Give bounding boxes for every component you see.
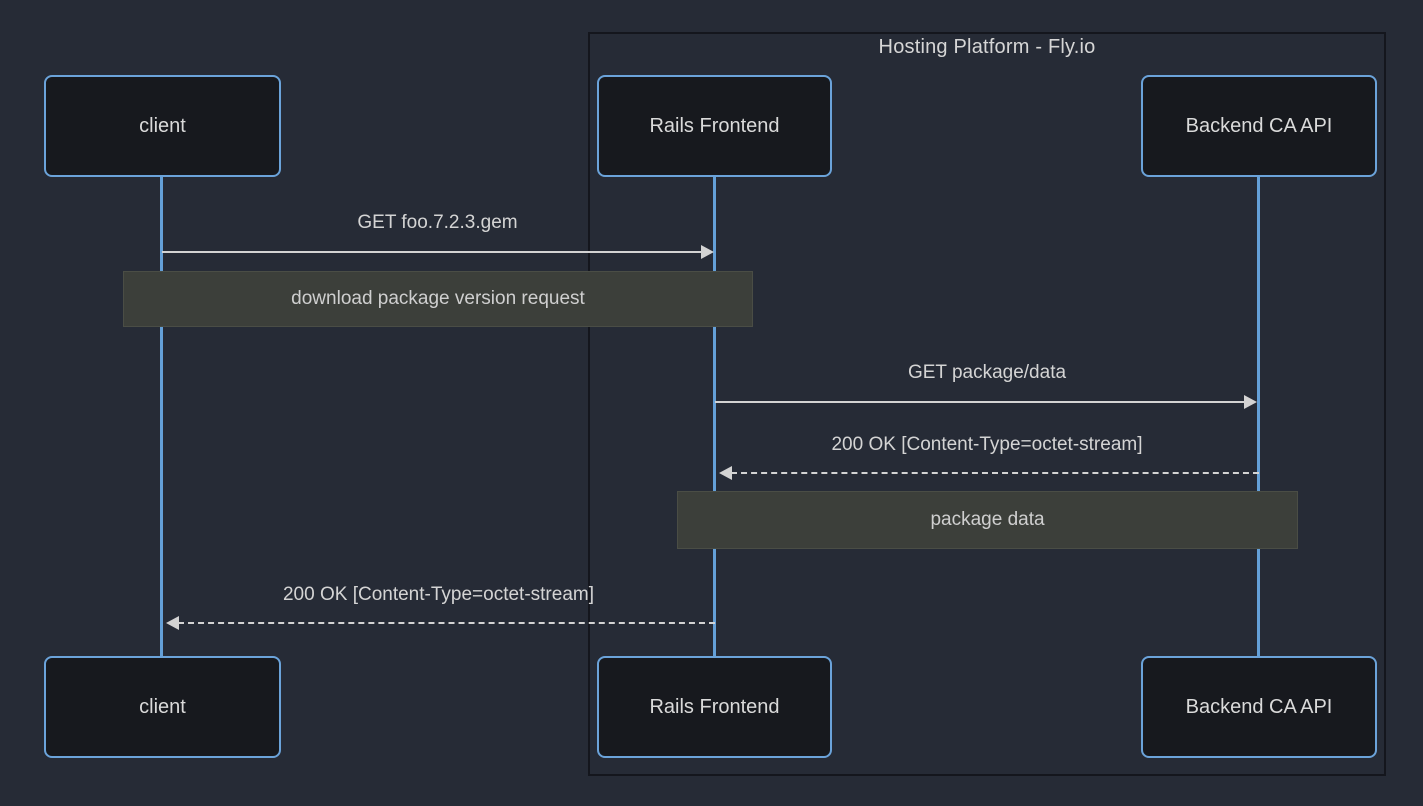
note-package-data: package data bbox=[677, 491, 1298, 549]
arrowhead-right-icon bbox=[1244, 395, 1257, 409]
actor-client-bottom: client bbox=[44, 656, 281, 758]
message-get-gem-label: GET foo.7.2.3.gem bbox=[357, 212, 518, 233]
actor-backend-ca-api-bottom: Backend CA API bbox=[1141, 656, 1377, 758]
actor-label: Backend CA API bbox=[1185, 695, 1333, 718]
actor-rails-frontend-bottom: Rails Frontend bbox=[597, 656, 832, 758]
message-get-gem-arrow bbox=[162, 245, 714, 259]
message-get-package-data-arrow bbox=[715, 395, 1257, 409]
arrowhead-left-icon bbox=[166, 616, 179, 630]
actor-label: client bbox=[139, 114, 186, 137]
actor-label: Rails Frontend bbox=[649, 695, 780, 718]
actor-backend-ca-api-top: Backend CA API bbox=[1141, 75, 1377, 177]
message-get-package-data-label: GET package/data bbox=[907, 362, 1067, 383]
boundary-title: Hosting Platform - Fly.io bbox=[878, 36, 1096, 58]
message-200-ok-client-label: 200 OK [Content-Type=octet-stream] bbox=[282, 584, 594, 605]
lifeline-backend-ca-api bbox=[1257, 177, 1260, 656]
message-200-ok-client-arrow bbox=[166, 616, 715, 630]
arrowhead-left-icon bbox=[719, 466, 732, 480]
lifeline-client bbox=[160, 177, 163, 656]
message-200-ok-backend-arrow bbox=[719, 466, 1259, 480]
actor-client-top: client bbox=[44, 75, 281, 177]
note-label: download package version request bbox=[291, 288, 585, 309]
actor-label: Rails Frontend bbox=[649, 114, 780, 137]
lifeline-rails-frontend bbox=[713, 177, 716, 656]
actor-label: Backend CA API bbox=[1185, 114, 1333, 137]
actor-label: client bbox=[139, 695, 186, 718]
arrowhead-right-icon bbox=[701, 245, 714, 259]
message-200-ok-backend-label: 200 OK [Content-Type=octet-stream] bbox=[831, 434, 1143, 455]
actor-rails-frontend-top: Rails Frontend bbox=[597, 75, 832, 177]
note-label: package data bbox=[930, 509, 1045, 530]
hosting-platform-boundary: Hosting Platform - Fly.io bbox=[588, 32, 1386, 776]
note-download-package-version-request: download package version request bbox=[123, 271, 753, 327]
